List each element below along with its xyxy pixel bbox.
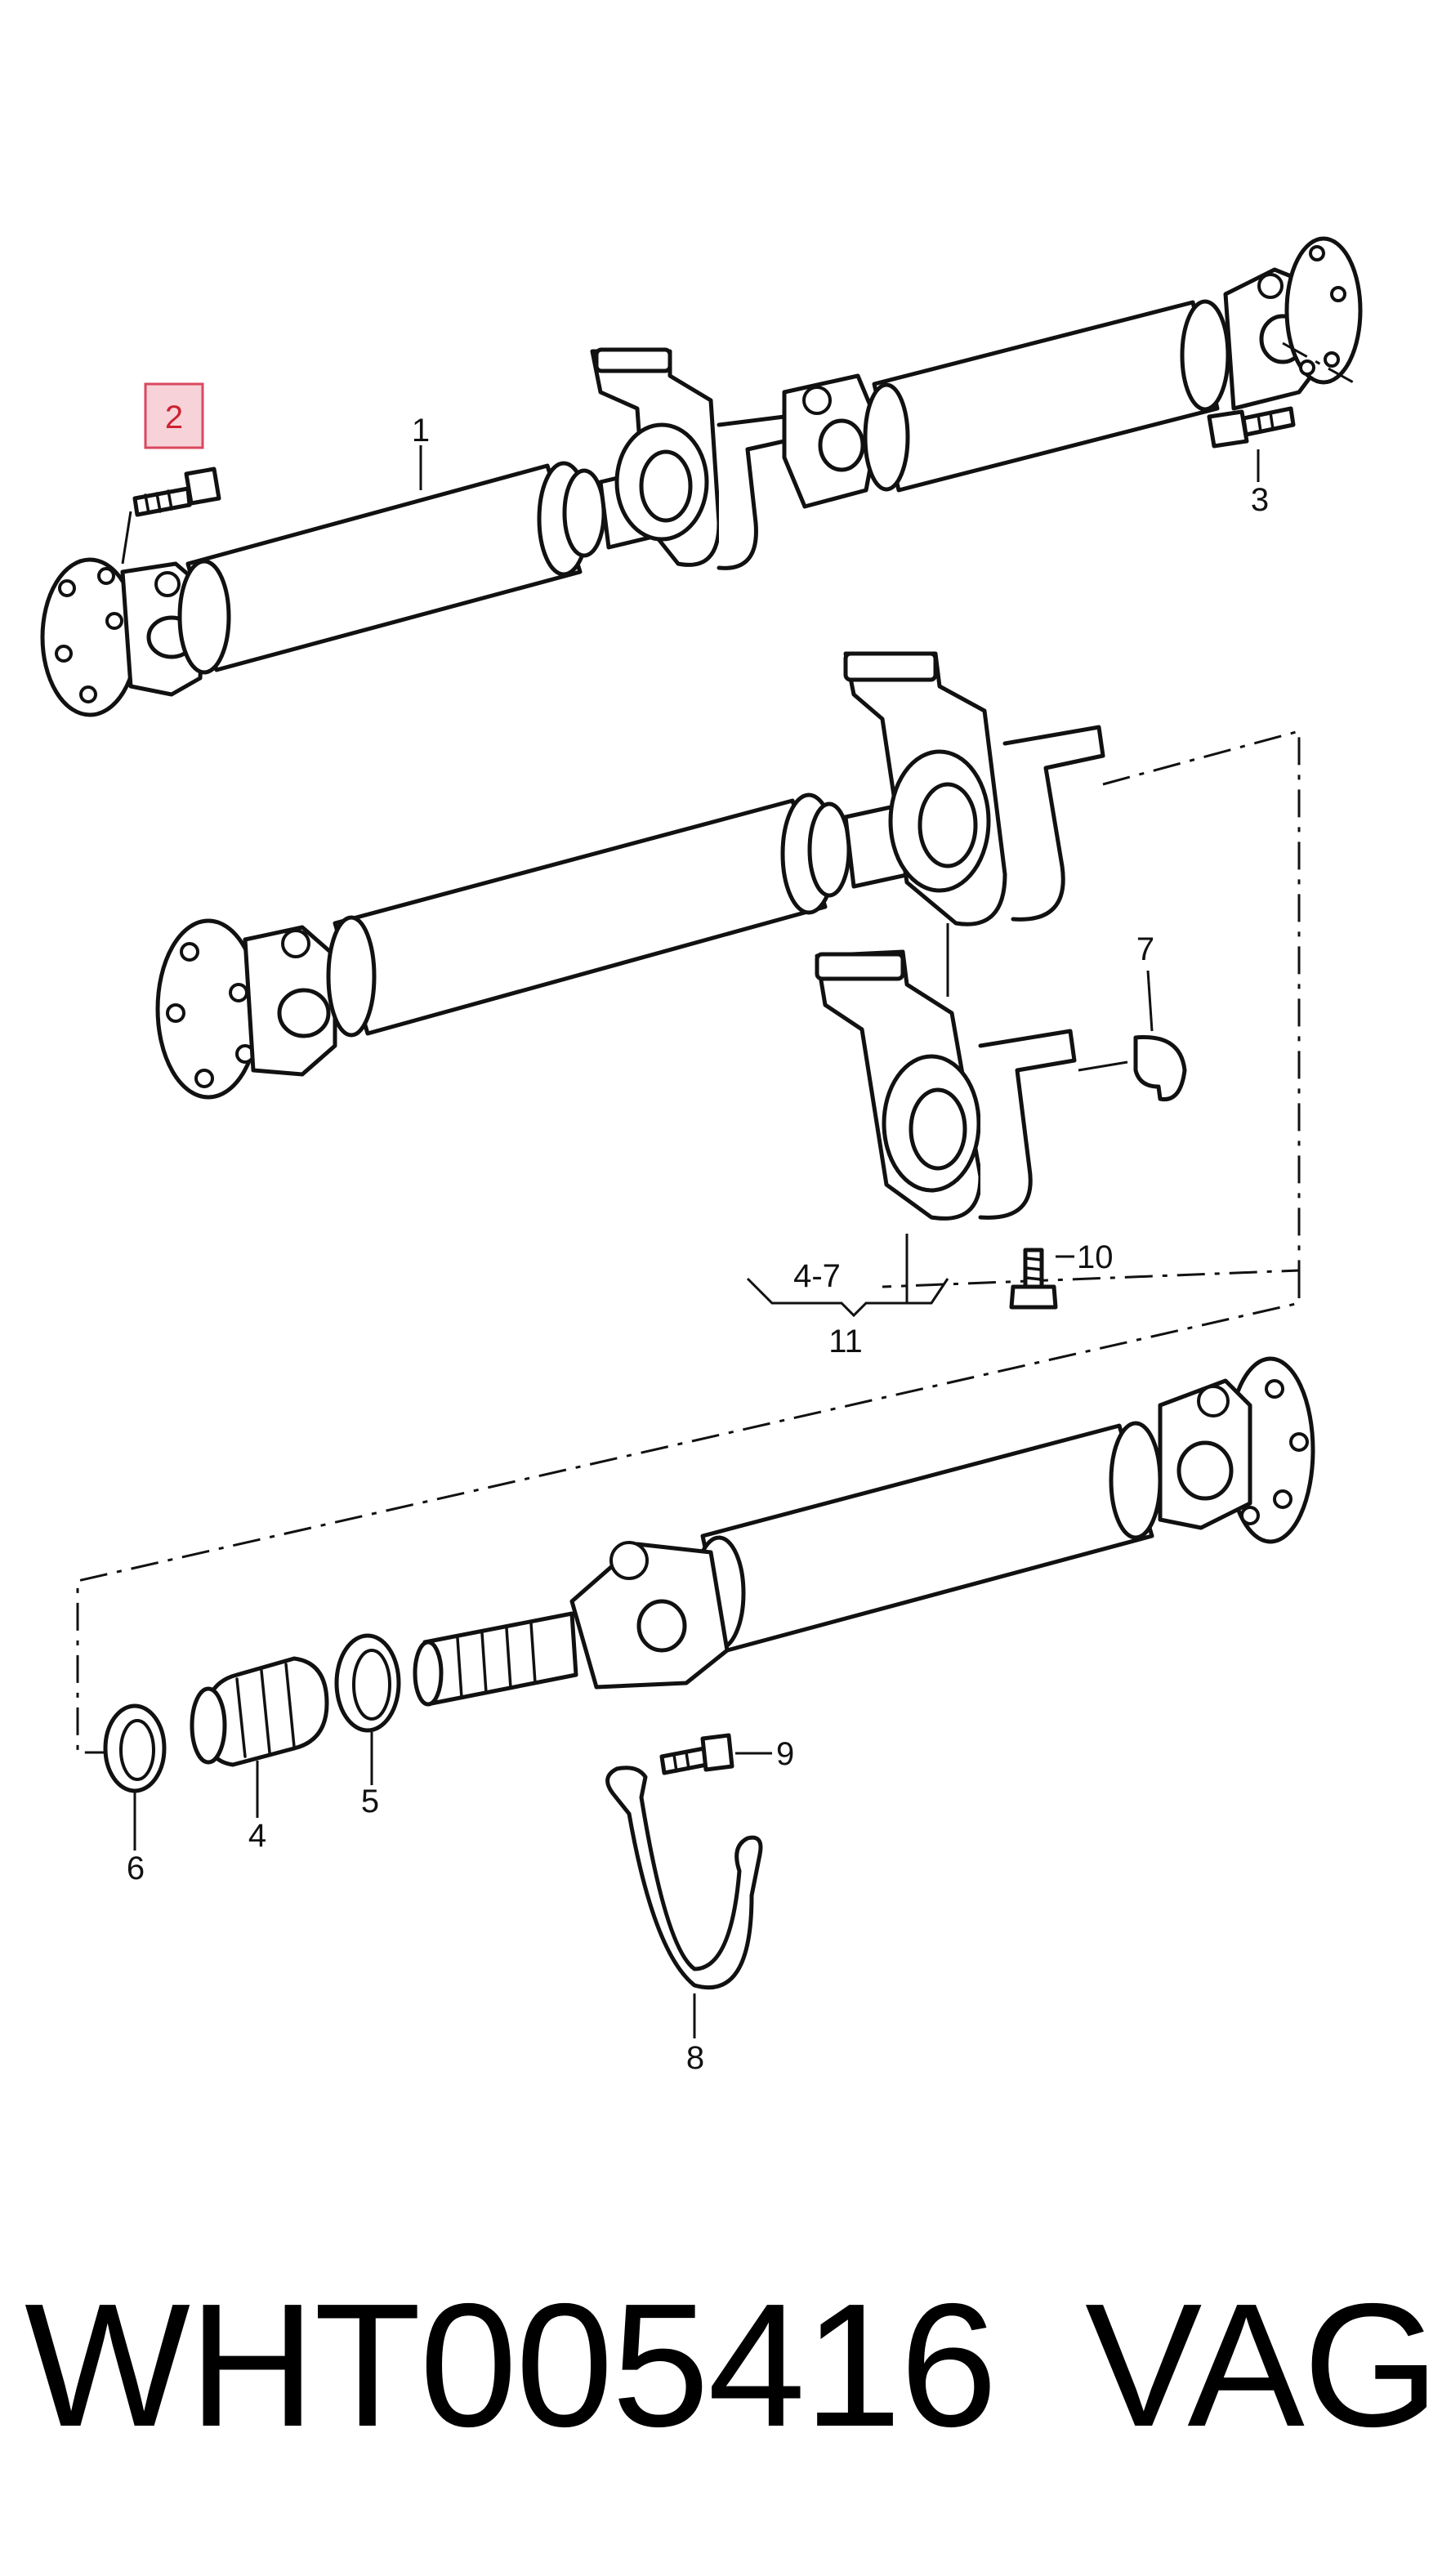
clamp-6	[103, 1703, 167, 1851]
bolt-9	[659, 1733, 772, 1775]
callout-4-7: 4-7	[793, 1258, 841, 1294]
footer: WHT005416 VAG	[0, 2259, 1451, 2471]
callout-7: 7	[1136, 931, 1154, 967]
bolt-2	[121, 467, 221, 565]
strap-8	[605, 1766, 763, 2038]
callout-11: 11	[828, 1324, 863, 1359]
exploded-parts-diagram: 2 1 3 7 10 4-7 11 9 5 4 6 8	[40, 236, 1363, 2076]
brand-name: VAG	[1085, 2266, 1440, 2463]
callout-2: 2	[165, 400, 183, 435]
shaft-assembly-top	[40, 236, 1363, 717]
callout-9: 9	[776, 1736, 794, 1772]
callout-3: 3	[1251, 482, 1269, 518]
part-number: WHT005416	[25, 2266, 998, 2463]
callout-1: 1	[412, 413, 430, 449]
callout-5: 5	[361, 1784, 379, 1819]
shaft-assembly-middle	[155, 651, 1105, 1100]
shaft-assembly-bottom	[413, 1356, 1315, 1707]
callout-8: 8	[686, 2040, 704, 2076]
bolt-3	[1207, 406, 1296, 449]
clamp-5	[334, 1633, 401, 1785]
callout-6: 6	[127, 1851, 145, 1886]
callout-4: 4	[248, 1818, 266, 1854]
center-bearing-4-7	[746, 949, 1187, 1318]
callout-10: 10	[1077, 1239, 1114, 1275]
reference-line-upper	[882, 730, 1301, 1288]
boot-4	[190, 1656, 329, 1818]
callout-2-highlight	[144, 382, 204, 449]
